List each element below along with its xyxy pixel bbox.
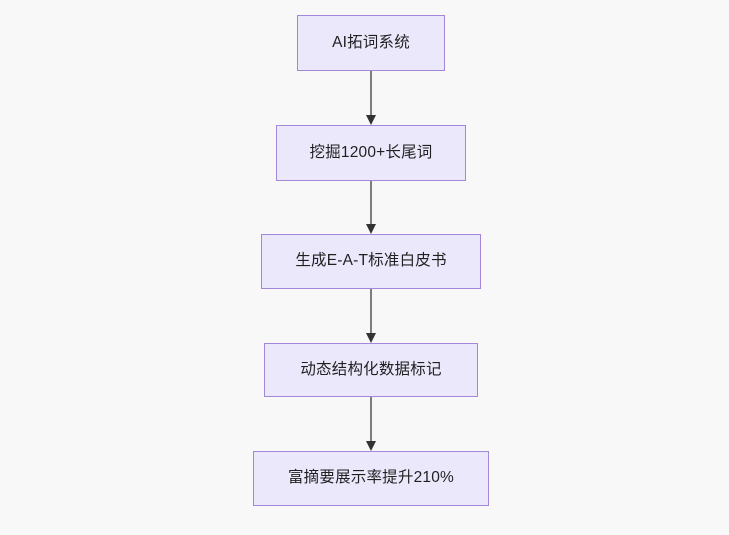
arrowhead-icon bbox=[366, 441, 376, 451]
flowchart-node-ai-keyword-system[interactable]: AI拓词系统 bbox=[297, 15, 445, 71]
node-label: 富摘要展示率提升210% bbox=[287, 469, 455, 487]
edge-node3-to-node4 bbox=[366, 289, 376, 343]
flowchart-node-generate-eat-whitepaper[interactable]: 生成E-A-T标准白皮书 bbox=[261, 234, 481, 289]
edge-node4-to-node5 bbox=[366, 397, 376, 451]
arrowhead-icon bbox=[366, 115, 376, 125]
arrowhead-icon bbox=[366, 333, 376, 343]
node-label: AI拓词系统 bbox=[332, 33, 410, 51]
node-label: 生成E-A-T标准白皮书 bbox=[295, 252, 447, 270]
node-label: 挖掘1200+长尾词 bbox=[309, 143, 433, 161]
flowchart-node-mine-longtail-keywords[interactable]: 挖掘1200+长尾词 bbox=[276, 125, 466, 181]
flowchart-node-rich-snippet-uplift[interactable]: 富摘要展示率提升210% bbox=[253, 451, 489, 506]
flowchart-node-dynamic-structured-data-markup[interactable]: 动态结构化数据标记 bbox=[264, 343, 478, 397]
edge-node1-to-node2 bbox=[366, 71, 376, 125]
arrowhead-icon bbox=[366, 224, 376, 234]
edge-node2-to-node3 bbox=[366, 181, 376, 234]
node-label: 动态结构化数据标记 bbox=[300, 360, 442, 378]
